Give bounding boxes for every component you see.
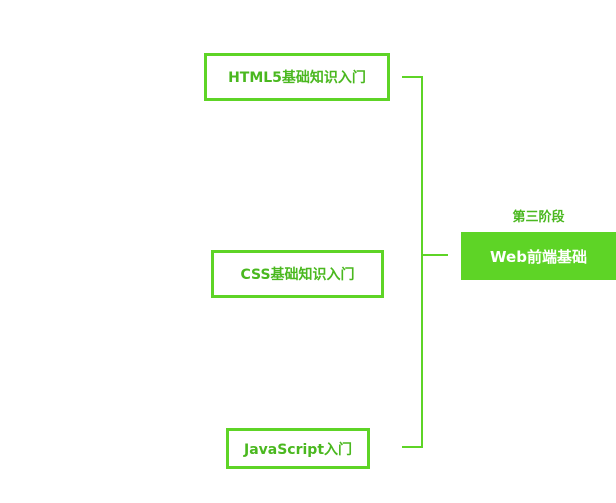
main-topic-node[interactable]: Web前端基础	[461, 232, 616, 280]
main-topic-label: Web前端基础	[490, 247, 587, 266]
stage-label: 第三阶段	[512, 210, 565, 225]
connector-top-branch	[402, 76, 423, 78]
connector-bottom-branch	[402, 446, 423, 448]
topic-javascript-label: JavaScript入门	[243, 441, 353, 458]
connector-main-branch	[423, 254, 448, 256]
connector-vertical-line	[421, 76, 423, 448]
topic-css-label: CSS基础知识入门	[240, 267, 355, 283]
topic-html5-label: HTML5基础知识入门	[228, 70, 366, 86]
topic-javascript-node[interactable]: JavaScript入门	[226, 428, 370, 469]
topic-html5-node[interactable]: HTML5基础知识入门	[204, 53, 390, 101]
topic-css-node[interactable]: CSS基础知识入门	[211, 250, 384, 298]
